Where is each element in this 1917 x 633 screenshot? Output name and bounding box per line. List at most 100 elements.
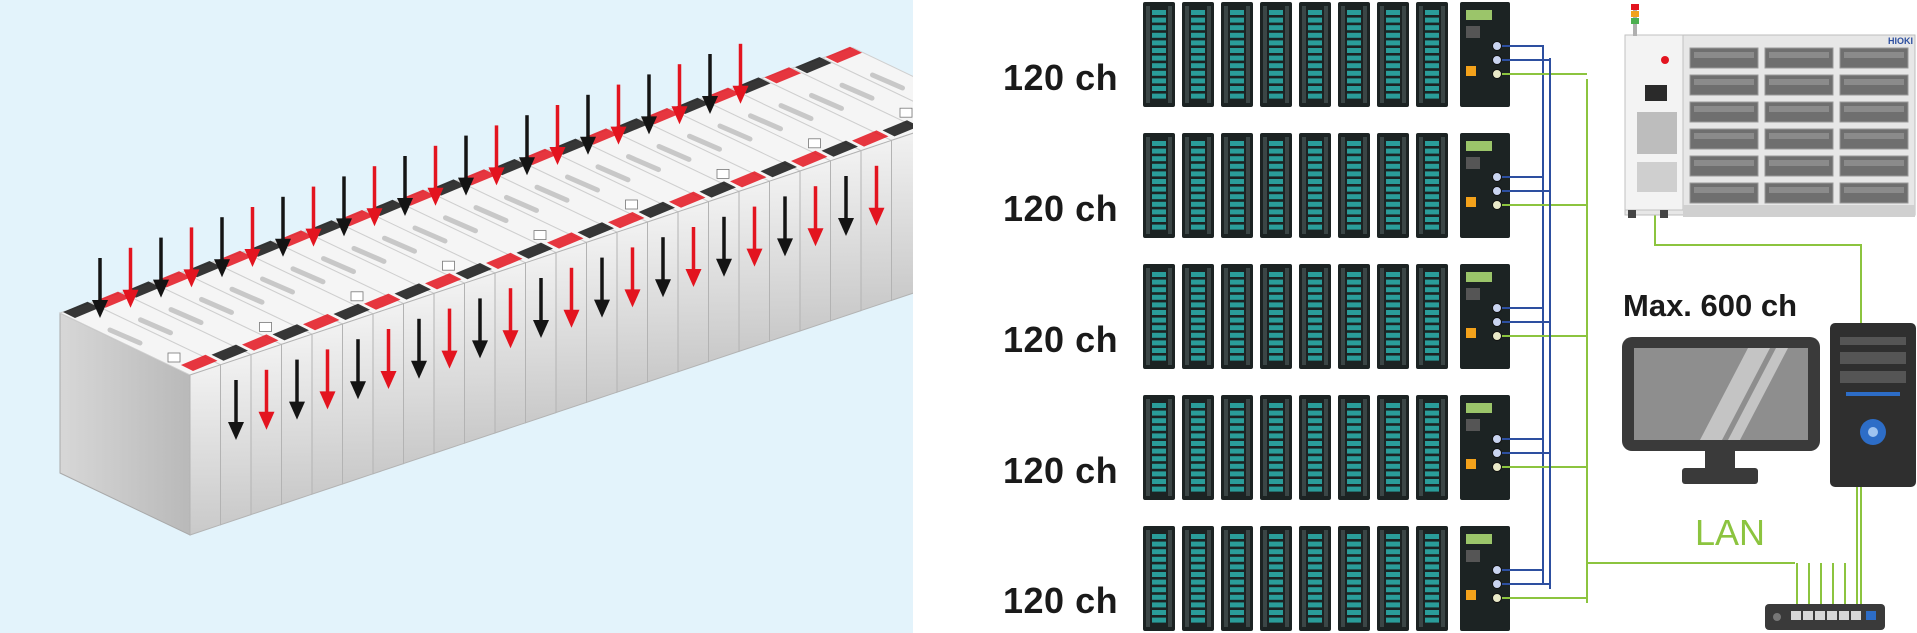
probe-arrow [92, 258, 108, 318]
input-module [1260, 395, 1292, 500]
battery-cell [394, 189, 558, 424]
probe-arrow [580, 94, 596, 155]
input-module [1299, 264, 1331, 369]
input-module [1143, 526, 1175, 631]
measurement-system-diagram: HIOKI [1143, 2, 1916, 631]
lan-port [1839, 611, 1849, 620]
lan-port [1815, 611, 1825, 620]
lan-port [1803, 611, 1813, 620]
module-rack [1143, 2, 1510, 107]
probe-arrow [441, 308, 458, 369]
lan-label: LAN [1695, 512, 1766, 553]
input-module [1221, 526, 1253, 631]
battery-cell [638, 108, 802, 342]
input-module [1182, 2, 1214, 107]
control-unit [1460, 526, 1510, 631]
input-module [1338, 2, 1370, 107]
network-switch-icon [1765, 604, 1885, 630]
probe-arrow [380, 329, 397, 389]
input-module [1143, 395, 1175, 500]
max-channels-label: Max. 600 ch [1623, 288, 1798, 323]
probe-arrow [289, 359, 305, 420]
input-module [1221, 2, 1253, 107]
module-rack [1143, 264, 1510, 369]
input-module [1377, 526, 1409, 631]
input-module [1377, 264, 1409, 369]
probe-arrow [427, 145, 444, 206]
input-module [1416, 526, 1448, 631]
battery-cell [211, 250, 375, 485]
battery-cell [119, 281, 283, 516]
input-module [1143, 264, 1175, 369]
input-module [1260, 133, 1292, 238]
channel-label-2: 120 ch [1003, 188, 1119, 229]
battery-cell [89, 291, 253, 526]
lan-port [1827, 611, 1837, 620]
input-module [1377, 2, 1409, 107]
probe-arrow [244, 207, 261, 267]
probe-arrow [214, 217, 230, 278]
input-module [1260, 2, 1292, 107]
probe-arrow [594, 257, 610, 318]
probe-arrow [702, 54, 718, 114]
input-module [1338, 133, 1370, 238]
battery-cell [790, 57, 913, 127]
probe-arrow [183, 227, 200, 288]
probe-arrow [275, 196, 291, 257]
probe-arrow [472, 298, 488, 359]
probe-arrow [319, 349, 336, 410]
module-racks [1143, 2, 1510, 631]
input-module [1143, 133, 1175, 238]
input-module [1260, 526, 1292, 631]
probe-arrow [502, 288, 519, 349]
probe-arrow [624, 247, 641, 308]
probe-arrow [366, 166, 383, 227]
control-unit [1460, 264, 1510, 369]
controller-brand-logo: HIOKI [1888, 36, 1913, 46]
battery-cell [607, 118, 771, 353]
input-module [1377, 395, 1409, 500]
probe-arrow [868, 165, 885, 226]
probe-arrow [732, 43, 749, 104]
controller-cabinet: HIOKI [1624, 4, 1916, 218]
channel-label-4: 120 ch [1003, 450, 1119, 491]
probe-arrow [641, 74, 657, 135]
probe-arrow [807, 186, 824, 247]
control-unit [1460, 133, 1510, 238]
input-module [1221, 264, 1253, 369]
input-module [1338, 395, 1370, 500]
module-rack [1143, 133, 1510, 238]
input-module [1182, 133, 1214, 238]
lan-port [1851, 611, 1861, 620]
input-module [1299, 133, 1331, 238]
battery-cell [272, 230, 436, 465]
probe-arrow [777, 196, 793, 257]
probe-arrow [549, 105, 566, 165]
battery-cell [699, 87, 863, 322]
channel-label-5: 120 ch [1003, 580, 1119, 621]
probe-arrow [397, 156, 413, 216]
probe-arrow [122, 247, 139, 308]
battery-cell [424, 179, 588, 414]
battery-cell [729, 77, 893, 312]
probe-arrow [533, 278, 549, 338]
probe-arrow [336, 176, 352, 237]
pc-tower-icon [1830, 323, 1916, 487]
input-module [1416, 2, 1448, 107]
battery-cell [58, 301, 222, 536]
input-module [1182, 395, 1214, 500]
probe-arrow [153, 237, 169, 298]
battery-cell [485, 159, 649, 393]
input-module [1143, 2, 1175, 107]
input-module [1221, 133, 1253, 238]
probe-arrow [411, 318, 427, 379]
probe-arrow [746, 206, 763, 267]
probe-arrow [305, 186, 322, 247]
probe-arrow [671, 64, 688, 125]
input-module [1416, 264, 1448, 369]
channel-label-3: 120 ch [1003, 319, 1119, 360]
probe-arrow [716, 216, 732, 277]
probe-arrow [458, 135, 474, 196]
input-module [1338, 264, 1370, 369]
channel-label-1: 120 ch [1003, 57, 1119, 98]
